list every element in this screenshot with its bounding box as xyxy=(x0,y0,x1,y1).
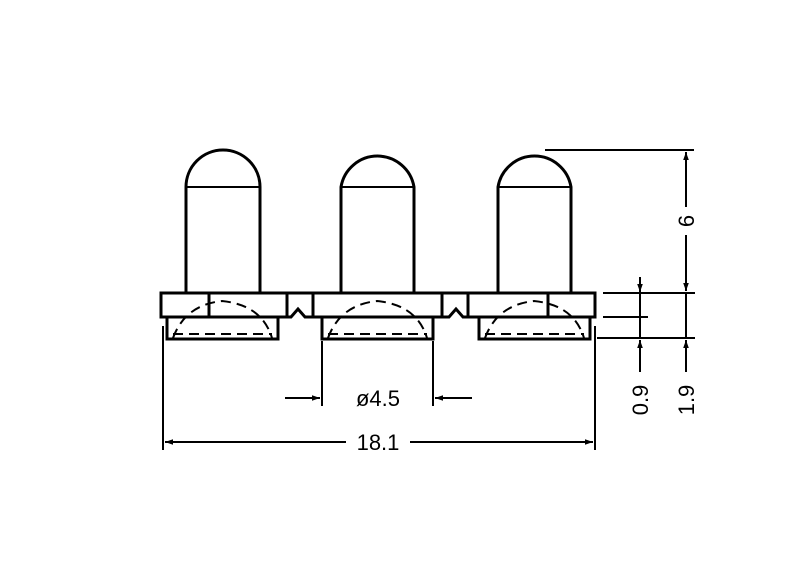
led-1 xyxy=(184,148,262,293)
led-base-2 xyxy=(320,299,435,341)
label-total-width: 18.1 xyxy=(357,430,400,455)
led-2 xyxy=(339,154,416,293)
label-strip-thickness: 0.9 xyxy=(628,385,653,416)
dimension-diameter-4.5 xyxy=(285,341,472,406)
dimension-width-18.1 xyxy=(162,326,596,450)
led-base-3 xyxy=(477,299,592,341)
carrier-strip xyxy=(159,291,597,319)
dimension-thickness-0.9 xyxy=(597,277,695,372)
label-led-height: 6 xyxy=(674,215,699,227)
dimension-height-6 xyxy=(545,149,695,294)
led-base-1 xyxy=(165,299,280,341)
led-3 xyxy=(496,154,573,293)
label-base-height: 1.9 xyxy=(674,385,699,416)
label-diameter: ø4.5 xyxy=(356,386,400,411)
